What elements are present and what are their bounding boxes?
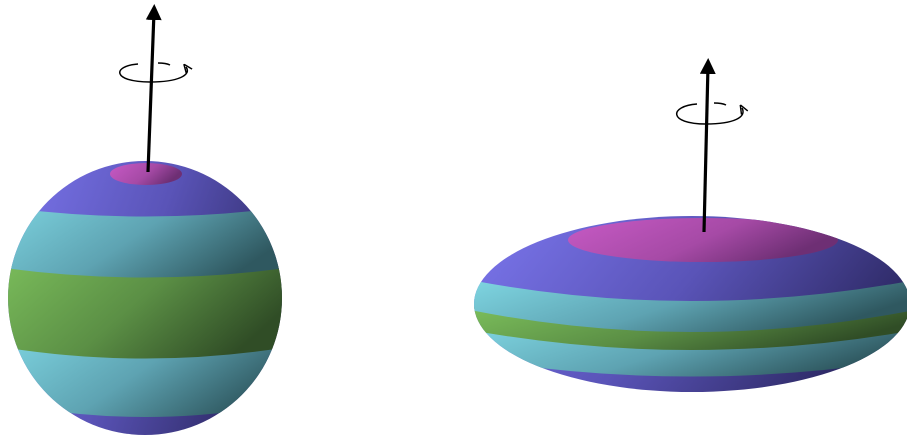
sphere-spin-arc-segment xyxy=(157,62,171,66)
spheroid-lower-cyan-band xyxy=(474,326,907,377)
sphere-green-band xyxy=(8,263,282,359)
spheroid-upper-cyan-band xyxy=(474,280,907,332)
sphere-rotation-axis-arrow xyxy=(145,4,162,173)
spheroid-spin-arc-segment xyxy=(713,102,727,106)
spheroid-spin-direction-icon xyxy=(676,104,743,125)
sphere-spin-direction-icon xyxy=(119,64,188,83)
sphere-body xyxy=(8,161,282,435)
spheroid-rotation-axis-arrow xyxy=(699,58,716,233)
spheroid-polar-cap xyxy=(568,218,838,262)
sphere-polar-cap xyxy=(110,163,182,185)
oblate-spheroid-body xyxy=(474,216,907,392)
sphere-lower-cyan-band xyxy=(8,342,282,417)
sphere-upper-cyan-band xyxy=(8,205,282,278)
